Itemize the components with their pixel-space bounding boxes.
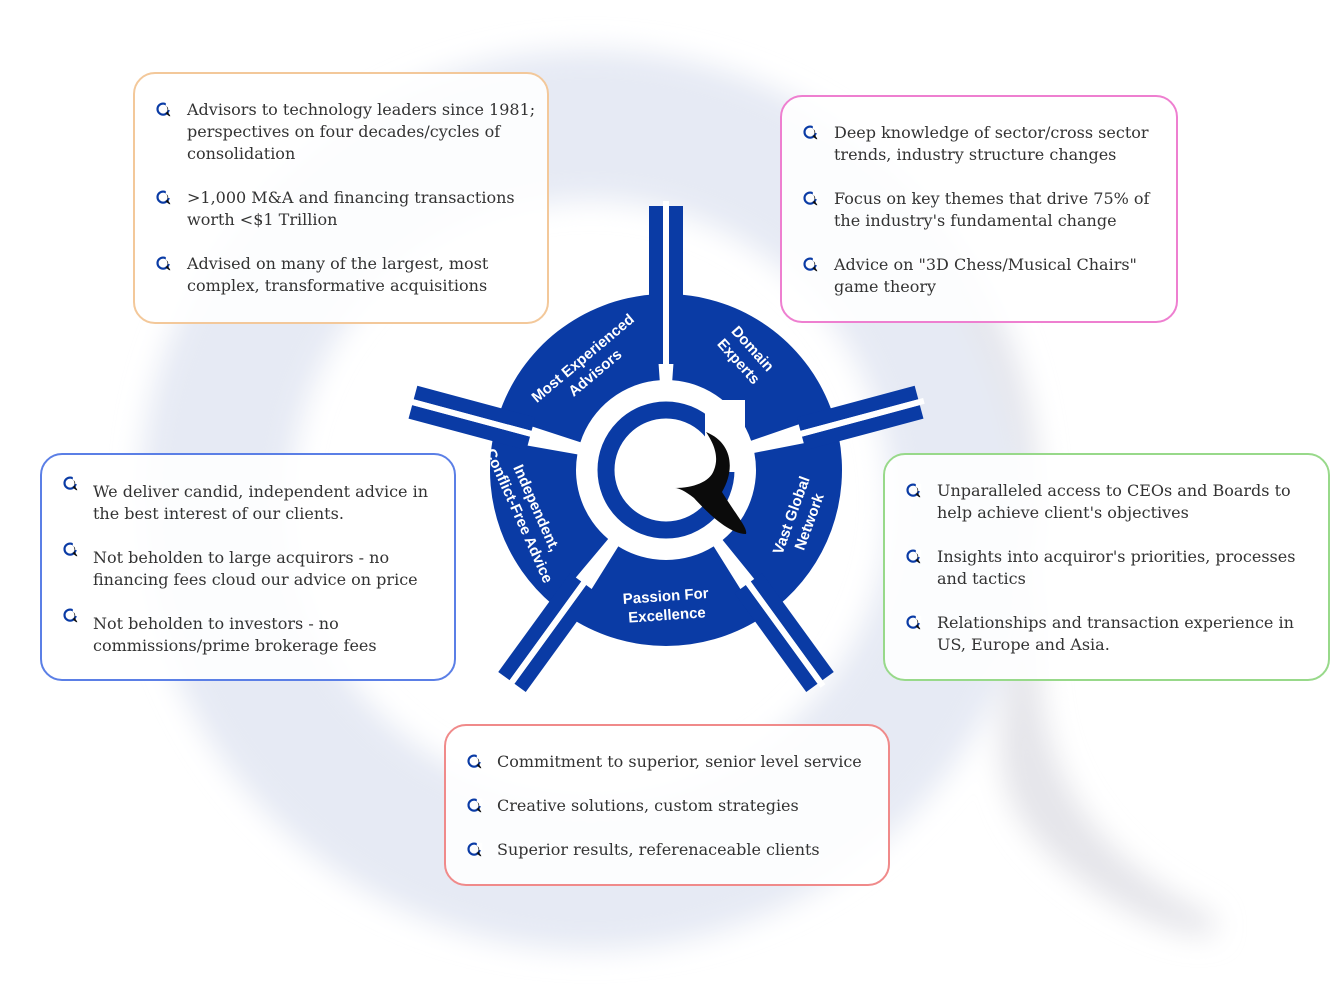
q-logo-icon	[905, 482, 923, 500]
wheel-segment	[490, 439, 609, 605]
card-most-experienced-advisors: Advisors to technology leaders since 198…	[133, 72, 549, 324]
wheel-spoke	[796, 385, 919, 431]
card-list: We deliver candid, independent advice in…	[42, 455, 454, 657]
q-logo-icon	[802, 256, 820, 274]
wheel-spoke	[408, 405, 530, 451]
list-item-text: Unparalleled access to CEOs and Boards t…	[937, 481, 1291, 522]
q-logo-icon	[62, 475, 80, 493]
list-item-text: Advice on "3D Chess/Musical Chairs" game…	[834, 255, 1137, 296]
q-logo-icon	[155, 101, 173, 119]
q-logo-icon	[62, 607, 80, 625]
wheel-spoke	[734, 585, 818, 692]
list-item-text: Not beholden to large acquirors - no fin…	[93, 548, 418, 589]
list-item: Advised on many of the largest, most com…	[155, 253, 537, 297]
list-item: We deliver candid, independent advice in…	[62, 473, 444, 525]
wheel-spoke-gap	[710, 532, 826, 688]
card-list: Unparalleled access to CEOs and Boards t…	[885, 455, 1328, 656]
list-item-text: Advisors to technology leaders since 198…	[187, 100, 536, 163]
q-logo-icon	[802, 190, 820, 208]
list-item: Advice on "3D Chess/Musical Chairs" game…	[802, 254, 1166, 298]
card-domain-experts: Deep knowledge of sector/cross sector tr…	[780, 95, 1178, 323]
card-list: Advisors to technology leaders since 198…	[135, 74, 547, 297]
list-item-text: Creative solutions, custom strategies	[497, 796, 799, 815]
list-item: Relationships and transaction experience…	[905, 612, 1318, 656]
q-logo-icon	[155, 255, 173, 273]
q-logo-icon	[155, 189, 173, 207]
list-item: Commitment to superior, senior level ser…	[466, 751, 878, 773]
list-item: Superior results, referenaceable clients	[466, 839, 878, 861]
q-logo-icon	[466, 841, 484, 859]
list-item: Not beholden to investors - no commissio…	[62, 605, 444, 657]
card-passion-for-excellence: Commitment to superior, senior level ser…	[444, 724, 890, 886]
list-item-text: Not beholden to investors - no commissio…	[93, 614, 377, 655]
list-item-text: Deep knowledge of sector/cross sector tr…	[834, 123, 1149, 164]
list-item: Advisors to technology leaders since 198…	[155, 99, 537, 165]
wheel-segment	[498, 294, 660, 443]
list-item-text: Insights into acquiror's priorities, pro…	[937, 547, 1296, 588]
list-item: Focus on key themes that drive 75% of th…	[802, 188, 1166, 232]
center-q-logo-icon	[597, 400, 747, 539]
card-list: Deep knowledge of sector/cross sector tr…	[782, 97, 1176, 298]
wheel-segment	[672, 294, 833, 441]
list-item-text: Superior results, referenaceable clients	[497, 840, 820, 859]
list-item: Creative solutions, custom strategies	[466, 795, 878, 817]
wheel-spoke	[802, 405, 924, 451]
q-logo-icon	[905, 614, 923, 632]
list-item-text: Advised on many of the largest, most com…	[187, 254, 489, 295]
card-global-network: Unparalleled access to CEOs and Boards t…	[883, 453, 1330, 681]
card-independent-advice: We deliver candid, independent advice in…	[40, 453, 456, 681]
wheel-segment	[572, 546, 760, 647]
list-item-text: We deliver candid, independent advice in…	[93, 482, 429, 523]
q-logo-icon	[466, 797, 484, 815]
q-logo-icon	[802, 124, 820, 142]
wheel-spoke	[413, 385, 536, 431]
list-item: Not beholden to large acquirors - no fin…	[62, 539, 444, 591]
wheel-spoke-gap	[742, 397, 925, 453]
wheel-ring	[407, 201, 925, 692]
wheel-spoke	[514, 585, 598, 692]
card-list: Commitment to superior, senior level ser…	[446, 726, 888, 861]
wheel-spoke-gap	[506, 532, 622, 688]
wheel-spoke-gap	[407, 397, 590, 453]
wheel-spoke	[750, 573, 834, 681]
q-logo-icon	[905, 548, 923, 566]
list-item-text: Relationships and transaction experience…	[937, 613, 1294, 654]
q-logo-icon	[466, 753, 484, 771]
wheel-spoke	[498, 573, 582, 681]
wheel-segment-label: Passion ForExcellence	[622, 585, 710, 627]
list-item: Unparalleled access to CEOs and Boards t…	[905, 480, 1318, 524]
list-item-text: >1,000 M&A and financing transactions wo…	[187, 188, 515, 229]
q-logo-icon	[62, 541, 80, 559]
list-item-text: Commitment to superior, senior level ser…	[497, 752, 862, 771]
list-item-text: Focus on key themes that drive 75% of th…	[834, 189, 1150, 230]
list-item: Deep knowledge of sector/cross sector tr…	[802, 122, 1166, 166]
list-item: >1,000 M&A and financing transactions wo…	[155, 187, 537, 231]
list-item: Insights into acquiror's priorities, pro…	[905, 546, 1318, 590]
wheel-label-line: Passion For	[622, 585, 709, 608]
wheel-segment	[722, 436, 842, 607]
wheel-label-line: Excellence	[628, 604, 707, 626]
